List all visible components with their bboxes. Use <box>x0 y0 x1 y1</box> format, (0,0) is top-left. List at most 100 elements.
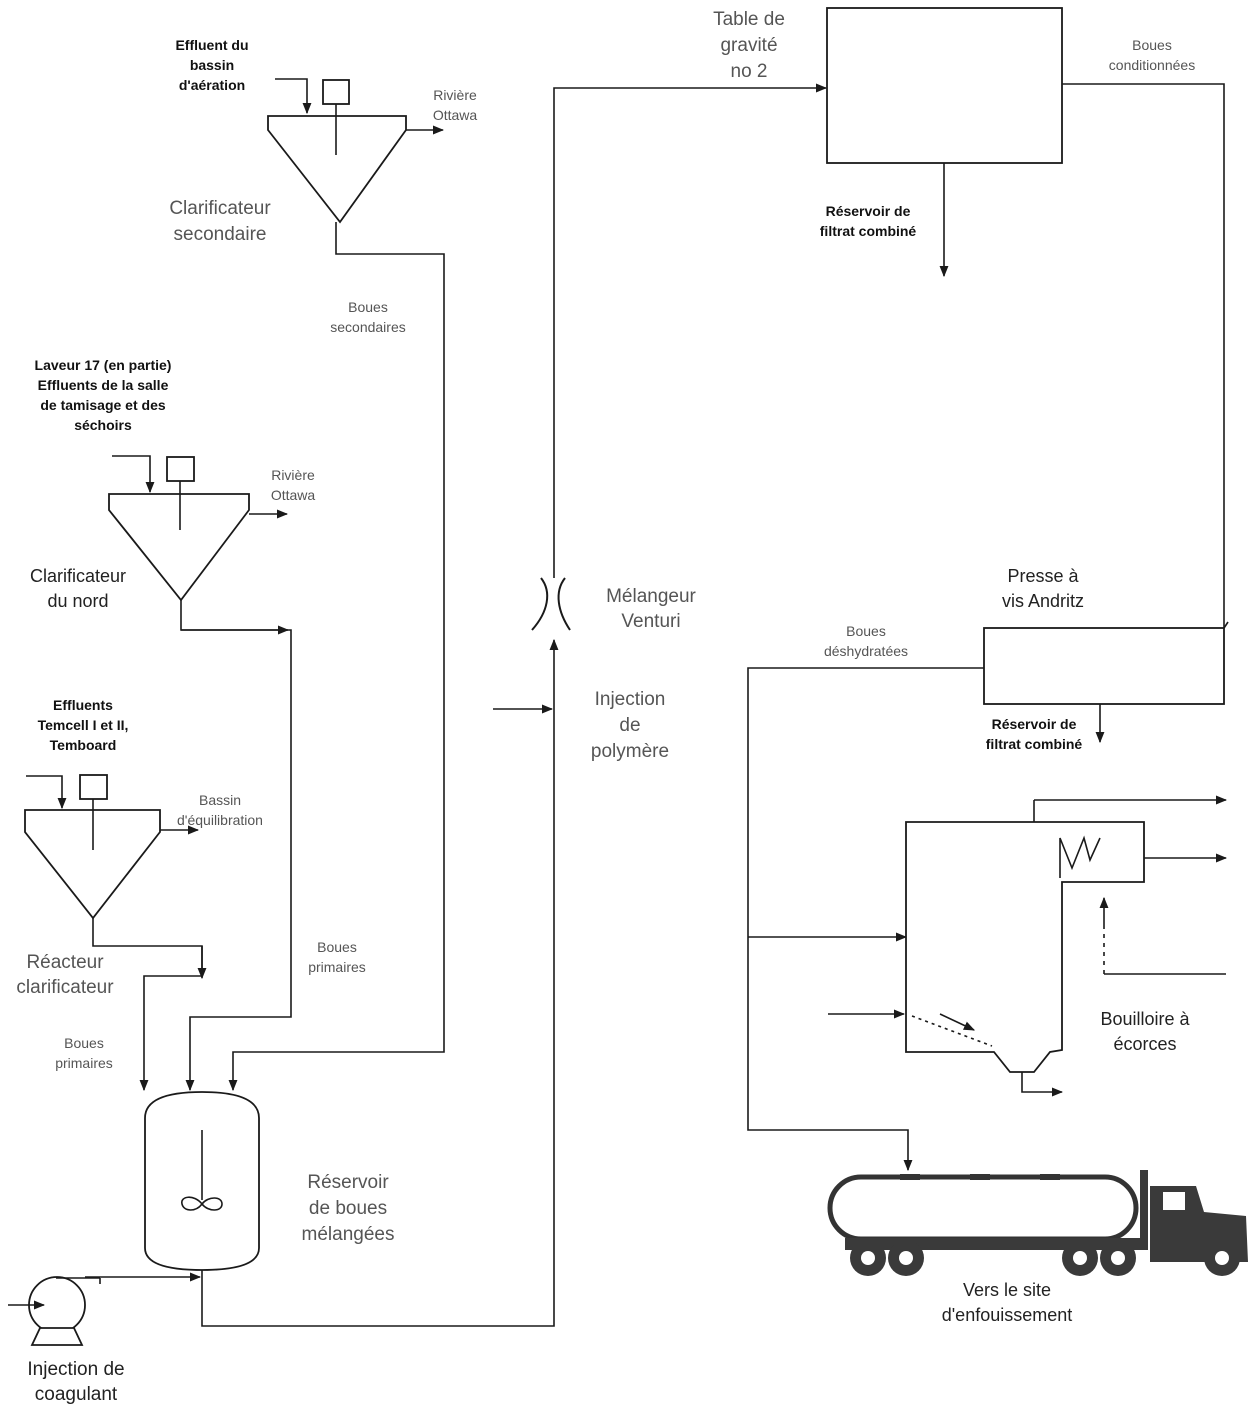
label-line: secondaire <box>174 224 267 245</box>
label-line: d'aération <box>179 77 245 93</box>
label-line: écorces <box>1113 1034 1176 1054</box>
label-line: d'enfouissement <box>942 1305 1073 1325</box>
grate-arrow <box>939 1013 976 1031</box>
label-injection-coagulant: Injection de coagulant <box>27 1359 124 1405</box>
label-line: polymère <box>591 741 669 762</box>
label-line: Clarificateur <box>30 566 126 586</box>
melangeur-venturi <box>531 577 571 631</box>
label-reservoir-filtrat-2: Réservoir de filtrat combiné <box>986 716 1083 752</box>
label-line: d'équilibration <box>177 812 263 828</box>
bouilloire-ecorces <box>828 795 1228 1097</box>
label-presse: Presse à vis Andritz <box>1002 566 1084 611</box>
label-line: no 2 <box>731 61 768 82</box>
to-table-gravite-pipe <box>553 83 828 578</box>
label-line: Temcell I et II, <box>38 717 129 733</box>
label-boues-deshydratees: Boues déshydratées <box>824 623 908 659</box>
label-line: Venturi <box>621 611 680 632</box>
label-boues-primaires-2: Boues primaires <box>55 1035 113 1071</box>
label-line: filtrat combiné <box>986 736 1083 752</box>
label-site: Vers le site d'enfouissement <box>942 1280 1073 1325</box>
label-line: Boues <box>317 939 357 955</box>
reacteur-clarificateur <box>24 774 161 920</box>
label-line: séchoirs <box>74 417 132 433</box>
label-line: Clarificateur <box>169 198 271 219</box>
label-line: clarificateur <box>16 977 114 998</box>
to-venturi-pipe <box>201 638 559 1327</box>
label-line: Presse à <box>1007 566 1079 586</box>
label-line: Rivière <box>271 467 315 483</box>
label-line: Temboard <box>50 737 117 753</box>
label-line: Effluents de la salle <box>38 377 169 393</box>
label-line: Effluents <box>53 697 113 713</box>
label-line: bassin <box>190 57 234 73</box>
label-line: filtrat combiné <box>820 223 917 239</box>
label-clarif-secondaire: Clarificateur secondaire <box>169 198 271 245</box>
label-line: conditionnées <box>1109 57 1195 73</box>
label-line: Injection <box>595 689 666 710</box>
label-line: secondaires <box>330 319 406 335</box>
clarificateur-secondaire <box>267 79 407 224</box>
label-line: Boues <box>846 623 886 639</box>
label-line: Réservoir de <box>992 716 1077 732</box>
label-line: coagulant <box>35 1384 118 1405</box>
clarificateur-du-nord <box>108 456 250 602</box>
label-bouilloire: Bouilloire à écorces <box>1100 1009 1190 1054</box>
label-line: Vers le site <box>963 1280 1051 1300</box>
label-line: Boues <box>348 299 388 315</box>
boues-primaires-nord-pipe <box>180 600 292 1092</box>
inlet-laveur-arrow <box>112 455 155 494</box>
label-line: Réservoir <box>307 1172 389 1193</box>
table-gravite-box <box>826 7 1063 164</box>
label-line: Bassin <box>199 792 241 808</box>
label-line: Boues <box>64 1035 104 1051</box>
label-line: primaires <box>308 959 366 975</box>
label-line: mélangées <box>302 1224 395 1245</box>
label-line: Mélangeur <box>606 586 696 607</box>
label-line: de <box>619 715 640 736</box>
label-injection-polymere: Injection de polymère <box>591 689 669 762</box>
label-boues-primaires-1: Boues primaires <box>308 939 366 975</box>
label-line: Ottawa <box>433 107 478 123</box>
label-line: Rivière <box>433 87 477 103</box>
label-line: Bouilloire à <box>1100 1009 1190 1029</box>
inlet-aeration-arrow <box>275 78 312 115</box>
label-line: gravité <box>720 35 777 56</box>
label-effluent-aeration: Effluent du bassin d'aération <box>175 37 248 93</box>
label-line: Injection de <box>27 1359 124 1380</box>
label-line: Réacteur <box>26 952 104 973</box>
reservoir-boues-melangees <box>144 1091 260 1271</box>
pompe-coagulant <box>28 1276 101 1346</box>
label-laveur: Laveur 17 (en partie) Effluents de la sal… <box>35 357 172 433</box>
presse-vis-box <box>983 627 1225 705</box>
boues-secondaires-pipe <box>228 222 445 1092</box>
camion-citerne <box>827 1170 1248 1276</box>
label-line: de boues <box>309 1198 387 1219</box>
label-line: déshydratées <box>824 643 908 659</box>
label-line: primaires <box>55 1055 113 1071</box>
label-line: vis Andritz <box>1002 591 1084 611</box>
label-boues-secondaires: Boues secondaires <box>330 299 406 335</box>
label-line: Table de <box>713 9 785 30</box>
label-line: Boues <box>1132 37 1172 53</box>
inlet-temcell-arrow <box>26 775 67 810</box>
label-boues-conditionnees: Boues conditionnées <box>1109 37 1195 73</box>
label-reservoir-boues: Réservoir de boues mélangées <box>302 1172 395 1245</box>
boues-deshydratees-pipe <box>747 667 984 1172</box>
boues-conditionnees-pipe <box>1062 83 1225 628</box>
label-line: Ottawa <box>271 487 316 503</box>
label-line: Effluent du <box>175 37 248 53</box>
grate-dotted <box>911 1015 993 1047</box>
label-bassin-equilibration: Bassin d'équilibration <box>177 792 263 828</box>
label-line: Laveur 17 (en partie) <box>35 357 172 373</box>
label-reacteur: Réacteur clarificateur <box>16 952 114 998</box>
ash-out-arrow <box>1021 1072 1064 1097</box>
